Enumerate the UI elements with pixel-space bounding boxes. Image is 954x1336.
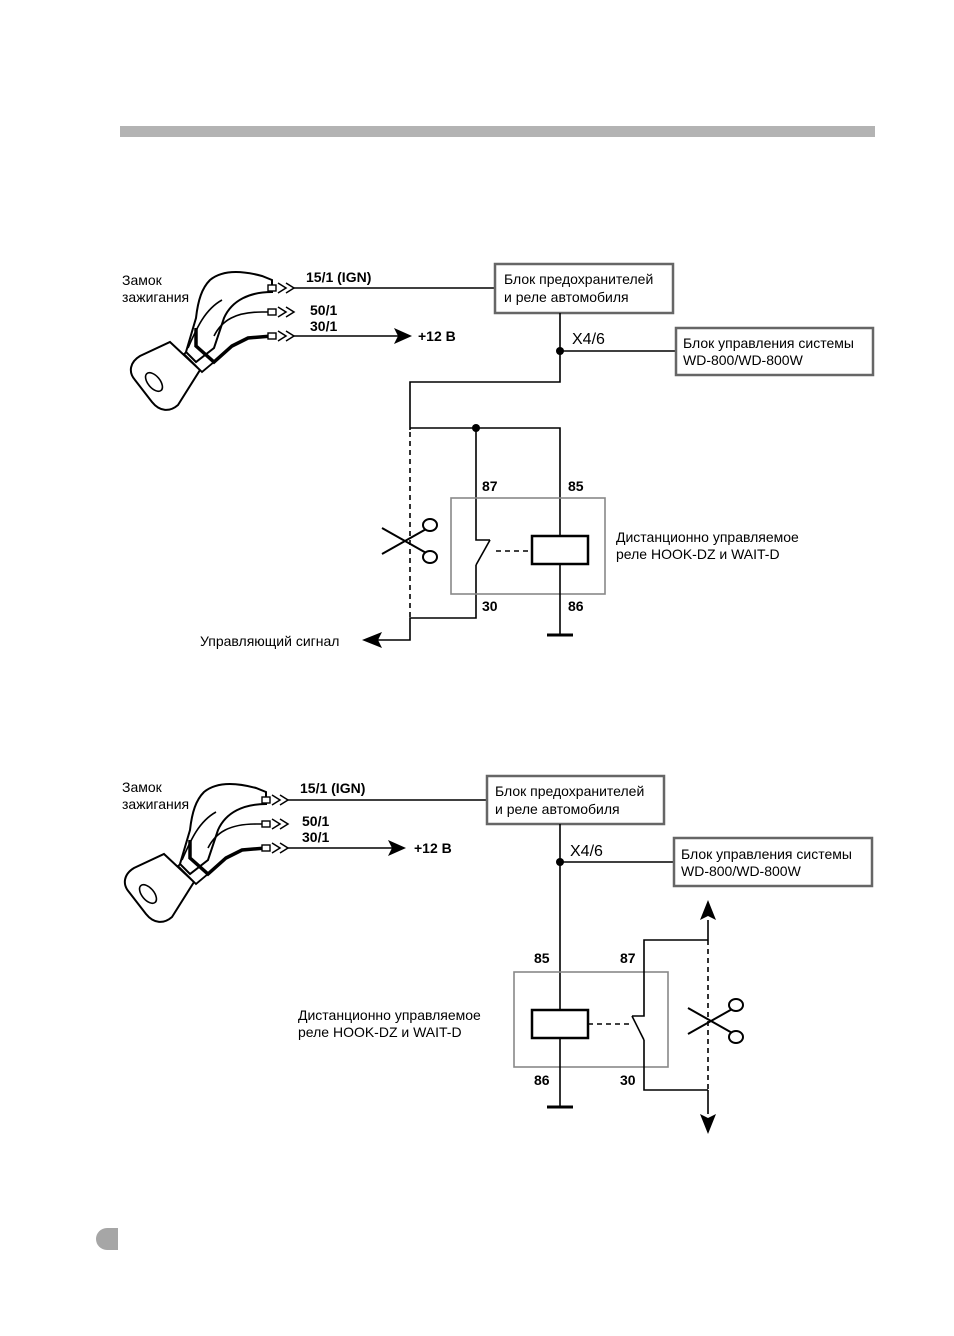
pin-85: 85 <box>568 478 584 494</box>
page-marker <box>96 1228 118 1250</box>
fuse-box <box>493 262 675 315</box>
relay-label-line2: реле HOOK-DZ и WAIT-D <box>616 546 780 562</box>
pin-86: 86 <box>568 598 584 614</box>
relay-coil <box>530 534 590 566</box>
arrow-icon <box>388 840 406 856</box>
relay-contact <box>631 1015 645 1041</box>
connector-label: X4/6 <box>572 331 605 348</box>
wire-30 <box>643 1040 708 1091</box>
relay-label-line1: Дистанционно управляемое <box>298 1007 481 1023</box>
diagram-1: Замок зажигания 15/1 (IGN) 50/1 30/1 +12… <box>122 262 875 649</box>
wire-87 <box>475 428 490 541</box>
ignition-label-line2: зажигания <box>122 796 189 812</box>
control-unit-line2: WD-800/WD-800W <box>681 863 802 879</box>
fuse-box-line2: и реле автомобиля <box>495 801 620 817</box>
wire-87 <box>632 939 708 1017</box>
relay-label-line2: реле HOOK-DZ и WAIT-D <box>298 1024 462 1040</box>
output-signal-label: Управляющий сигнал <box>200 633 339 649</box>
arrow-icon <box>700 1114 716 1134</box>
fuse-box-line1: Блок предохранителей <box>504 271 653 287</box>
control-unit-box <box>674 326 875 377</box>
header-bar <box>120 126 875 137</box>
terminal-50-label: 50/1 <box>302 813 329 829</box>
relay-coil <box>530 1008 590 1040</box>
pin-87: 87 <box>620 950 636 966</box>
relay-body <box>450 497 606 595</box>
wire-30-out <box>372 565 477 641</box>
pin-87: 87 <box>482 478 498 494</box>
arrow-icon <box>700 900 716 920</box>
pin-85: 85 <box>534 950 550 966</box>
control-unit-line1: Блок управления системы <box>681 846 852 862</box>
pin-30: 30 <box>482 598 498 614</box>
pin-86: 86 <box>534 1072 550 1088</box>
relay-label-line1: Дистанционно управляемое <box>616 529 799 545</box>
scissors-icon <box>687 998 744 1044</box>
terminal-15-label: 15/1 (IGN) <box>300 780 365 796</box>
fuse-box <box>485 774 666 826</box>
relay-contact <box>475 539 491 566</box>
ignition-label-line2: зажигания <box>122 289 189 305</box>
control-unit-line2: WD-800/WD-800W <box>683 352 804 368</box>
diagram-2: Замок зажигания 15/1 (IGN) 50/1 30/1 +12… <box>122 774 874 1134</box>
supply-label: +12 В <box>414 840 452 856</box>
pin-30: 30 <box>620 1072 636 1088</box>
arrow-icon <box>362 632 382 648</box>
fuse-box-line2: и реле автомобиля <box>504 289 629 305</box>
ignition-label-line1: Замок <box>122 272 163 288</box>
ignition-label-line1: Замок <box>122 779 163 795</box>
relay-body <box>513 971 669 1068</box>
terminal-30-label: 30/1 <box>310 318 337 334</box>
terminal-15-label: 15/1 (IGN) <box>306 269 371 285</box>
control-unit-box <box>672 836 874 888</box>
supply-label: +12 В <box>418 328 456 344</box>
terminal-30-label: 30/1 <box>302 829 329 845</box>
wire-85 <box>410 427 561 536</box>
fuse-box-line1: Блок предохранителей <box>495 783 644 799</box>
connector-label: X4/6 <box>570 843 603 860</box>
arrow-icon <box>394 328 412 344</box>
terminal-50-label: 50/1 <box>310 302 337 318</box>
control-unit-line1: Блок управления системы <box>683 335 854 351</box>
